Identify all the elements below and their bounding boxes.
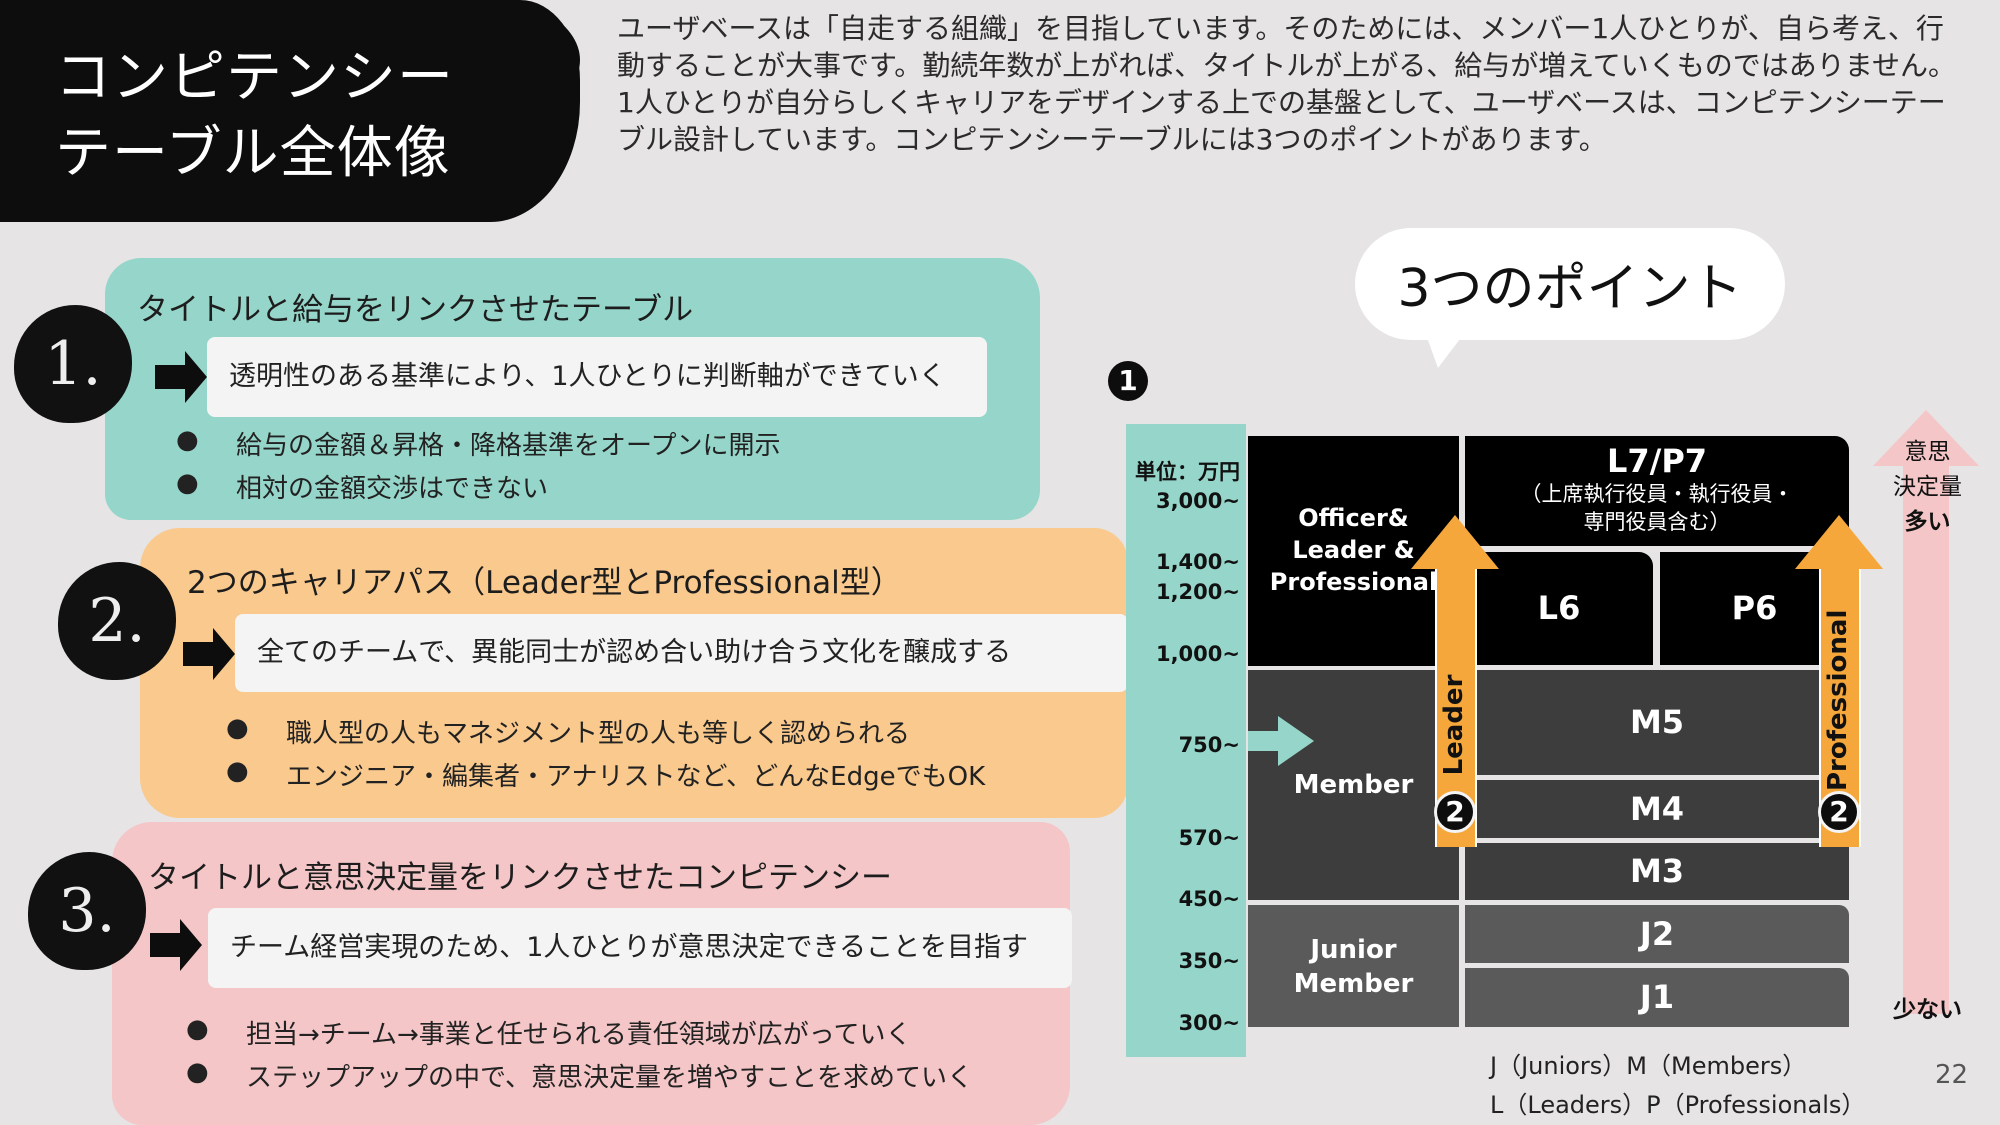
salary-scale-bar — [1126, 424, 1246, 1057]
salary-tick: 300~ — [1178, 1011, 1240, 1035]
group-junior-member: Junior Member — [1248, 905, 1459, 1027]
section-3-bullet-2: ●ステップアップの中で、意思決定量を増やすことを求めていく — [186, 1057, 973, 1093]
member-arrow-head-icon — [1278, 716, 1314, 766]
section-2-arrow-icon — [183, 628, 235, 680]
level-l6: L6 — [1465, 552, 1653, 665]
salary-tick: 450~ — [1178, 887, 1240, 911]
legend-line-1: J（Juniors）M（Members） — [1490, 1052, 1807, 1080]
section-1-bullet-2: ●相対の金額交渉はできない — [176, 468, 549, 504]
bullet-dot-icon: ● — [176, 468, 199, 498]
section-3-title: タイトルと意思決定量をリンクさせたコンピテンシー — [148, 860, 892, 896]
professional-label: Professional — [1823, 609, 1853, 791]
level-p6: P6 — [1660, 552, 1849, 665]
group-member: Member — [1248, 670, 1459, 900]
page-number: 22 — [1935, 1060, 1969, 1090]
section-3-bullet-1: ●担当→チーム→事業と任せられる責任領域が広がっていく — [186, 1014, 912, 1050]
decision-more-label-1: 意思 — [1904, 439, 1951, 465]
bullet-dot-icon: ● — [226, 756, 249, 786]
decision-arrow-shaft — [1903, 464, 1949, 1014]
section-3-number: 3. — [28, 852, 146, 970]
points-title: 3つのポイント — [1397, 259, 1743, 319]
point-2-marker-professional: 2 — [1818, 791, 1860, 833]
salary-tick: 350~ — [1178, 949, 1240, 973]
decision-less-label: 少ない — [1893, 997, 1962, 1023]
section-2-bullet-2: ●エンジニア・編集者・アナリストなど、どんなEdgeでもOK — [226, 756, 986, 792]
section-2-bullet-1: ●職人型の人もマネジメント型の人も等しく認められる — [226, 713, 911, 749]
section-2-highlight: 全てのチームで、異能同士が認め合い助け合う文化を醸成する — [235, 614, 1128, 692]
title-background — [0, 0, 580, 222]
level-m4: M4 — [1465, 780, 1849, 838]
level-j1: J1 — [1465, 968, 1849, 1027]
level-l7p7: L7/P7 （上席執行役員・執行役員・ 専門役員含む） — [1465, 436, 1849, 546]
section-2-number: 2. — [58, 562, 176, 680]
level-m3: M3 — [1465, 843, 1849, 900]
leader-label: Leader — [1439, 674, 1469, 776]
section-1-title: タイトルと給与をリンクさせたテーブル — [137, 292, 694, 328]
decision-more-label-2: 決定量 — [1893, 474, 1962, 500]
legend-line-2: L（Leaders）P（Professionals） — [1490, 1091, 1866, 1119]
decision-more-label-3: 多い — [1904, 509, 1951, 535]
salary-tick: 1,200~ — [1155, 580, 1240, 604]
level-m5: M5 — [1465, 670, 1849, 775]
intro-paragraph: ユーザベースは「自走する組織」を目指しています。そのためには、メンバー1人ひとり… — [617, 12, 1956, 156]
section-1-bullet-1: ●給与の金額＆昇格・降格基準をオープンに開示 — [176, 425, 781, 461]
page-title-line-1: コンピテンシー — [55, 45, 454, 110]
salary-tick: 1,400~ — [1155, 550, 1240, 574]
page-title-line-2: テーブル全体像 — [55, 121, 451, 186]
bullet-dot-icon: ● — [226, 713, 249, 743]
point-2-marker-leader: 2 — [1434, 791, 1476, 833]
bullet-dot-icon: ● — [186, 1014, 209, 1044]
salary-tick: 1,000~ — [1155, 642, 1240, 666]
leader-arrow-head-icon — [1411, 515, 1499, 569]
bullet-dot-icon: ● — [176, 425, 199, 455]
section-3-arrow-icon — [150, 919, 202, 971]
speech-bubble-tail — [1420, 318, 1476, 368]
salary-tick: 3,000~ — [1155, 489, 1240, 513]
point-1-marker: 1 — [1108, 361, 1148, 401]
section-1-arrow-icon — [155, 351, 207, 403]
section-1-highlight: 透明性のある基準により、1人ひとりに判断軸ができていく — [207, 337, 987, 417]
section-3-highlight: チーム経営実現のため、1人ひとりが意思決定できることを目指す — [208, 908, 1072, 988]
decision-arrow-head-icon — [1873, 410, 1979, 466]
professional-arrow-head-icon — [1795, 515, 1883, 569]
salary-tick: 750~ — [1178, 733, 1240, 757]
level-j2: J2 — [1465, 905, 1849, 963]
salary-unit-label: 単位：万円 — [1135, 460, 1240, 484]
section-2-title: 2つのキャリアパス（Leader型とProfessional型） — [187, 565, 902, 601]
member-arrow-shaft — [1248, 731, 1278, 751]
bullet-dot-icon: ● — [186, 1057, 209, 1087]
section-1-number: 1. — [14, 305, 132, 423]
salary-tick: 570~ — [1178, 826, 1240, 850]
